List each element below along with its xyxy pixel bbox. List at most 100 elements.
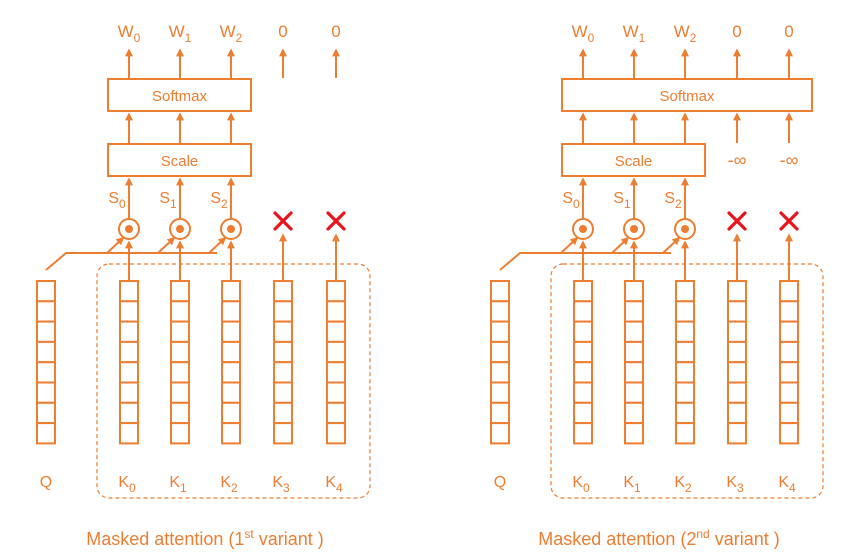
vector-cell bbox=[119, 300, 139, 323]
vector-cell bbox=[326, 401, 346, 425]
vector-cell bbox=[779, 361, 799, 384]
caption-text: Masked attention (2 bbox=[538, 529, 696, 549]
key-label-sub: 1 bbox=[180, 481, 187, 495]
vector-cell bbox=[727, 320, 747, 343]
vector-cell bbox=[727, 361, 747, 384]
vector-cell bbox=[675, 422, 695, 445]
score-label-sub: 0 bbox=[119, 197, 126, 211]
key-label: K4 bbox=[778, 474, 796, 495]
vector-cell bbox=[727, 300, 747, 323]
x-stroke-b bbox=[727, 211, 747, 231]
key-group-border bbox=[96, 263, 371, 499]
score-label-base: S bbox=[159, 190, 170, 207]
output-weight-label-sub: 2 bbox=[690, 31, 697, 45]
vector-cell bbox=[490, 300, 510, 323]
vector-cell bbox=[675, 280, 695, 303]
vector-cell bbox=[273, 381, 293, 404]
vector-cell bbox=[624, 340, 644, 364]
key-label: K2 bbox=[674, 474, 692, 495]
key-label: K1 bbox=[169, 474, 187, 495]
vector-cell bbox=[170, 422, 190, 445]
output-weight-label: W0 bbox=[572, 22, 595, 45]
key-label-base: K bbox=[623, 474, 634, 491]
vector-cell bbox=[170, 300, 190, 323]
vector-cell bbox=[170, 340, 190, 364]
vector-cell bbox=[573, 381, 593, 404]
dot-center bbox=[681, 225, 689, 233]
key-vector bbox=[326, 280, 346, 445]
vector-cell bbox=[221, 340, 241, 364]
vector-cell bbox=[727, 401, 747, 425]
key-label: K4 bbox=[325, 474, 343, 495]
output-weight-label-base: 0 bbox=[278, 22, 287, 41]
vector-cell bbox=[779, 340, 799, 364]
score-label-sub: 2 bbox=[221, 197, 228, 211]
vector-cell bbox=[170, 320, 190, 343]
vector-cell bbox=[326, 381, 346, 404]
key-label-sub: 3 bbox=[737, 481, 744, 495]
vector-cell bbox=[221, 401, 241, 425]
vector-cell bbox=[170, 280, 190, 303]
query-vector bbox=[36, 280, 56, 445]
key-label-base: K bbox=[778, 474, 789, 491]
vector-cell bbox=[675, 381, 695, 404]
vector-cell bbox=[490, 280, 510, 303]
key-vector bbox=[779, 280, 799, 445]
circled-dot-icon bbox=[220, 218, 242, 240]
key-vector bbox=[221, 280, 241, 445]
vector-cell bbox=[779, 320, 799, 343]
vector-cell bbox=[490, 401, 510, 425]
vector-cell bbox=[119, 320, 139, 343]
vector-cell bbox=[36, 401, 56, 425]
vector-cell bbox=[675, 320, 695, 343]
key-group-border bbox=[550, 263, 824, 499]
vector-cell bbox=[119, 280, 139, 303]
vector-cell bbox=[326, 320, 346, 343]
output-weight-label-sub: 1 bbox=[639, 31, 646, 45]
vector-cell bbox=[727, 422, 747, 445]
key-label-base: K bbox=[325, 474, 336, 491]
vector-cell bbox=[36, 381, 56, 404]
vector-cell bbox=[326, 422, 346, 445]
score-label-base: S bbox=[664, 190, 675, 207]
vector-cell bbox=[326, 280, 346, 303]
output-weight-label: W0 bbox=[118, 22, 141, 45]
key-label-sub: 3 bbox=[283, 481, 290, 495]
key-vector bbox=[170, 280, 190, 445]
softmax-label: Softmax bbox=[152, 88, 208, 105]
vector-cell bbox=[326, 361, 346, 384]
vector-cell bbox=[221, 320, 241, 343]
output-weight-label-base: 0 bbox=[331, 22, 340, 41]
vector-cell bbox=[36, 361, 56, 384]
output-weight-label: W1 bbox=[623, 22, 646, 45]
vector-cell bbox=[490, 340, 510, 364]
key-vector bbox=[624, 280, 644, 445]
arrow-up-icon bbox=[106, 236, 125, 254]
output-weight-label: W2 bbox=[674, 22, 697, 45]
vector-cell bbox=[170, 361, 190, 384]
vector-cell bbox=[573, 401, 593, 425]
query-label: Q bbox=[494, 474, 506, 491]
vector-cell bbox=[779, 300, 799, 323]
caption-superscript: nd bbox=[696, 527, 709, 541]
score-label-base: S bbox=[108, 190, 119, 207]
score-label-base: S bbox=[562, 190, 573, 207]
score-label: S1 bbox=[613, 190, 631, 211]
output-weight-label-base: W bbox=[220, 22, 236, 41]
score-label-base: S bbox=[210, 190, 221, 207]
score-label-sub: 1 bbox=[170, 197, 177, 211]
caption-text-end: variant ) bbox=[254, 529, 324, 549]
vector-cell bbox=[573, 361, 593, 384]
output-weight-label-sub: 0 bbox=[588, 31, 595, 45]
vector-cell bbox=[273, 320, 293, 343]
score-label-sub: 1 bbox=[624, 197, 631, 211]
key-label-base: K bbox=[674, 474, 685, 491]
score-label-base: S bbox=[613, 190, 624, 207]
vector-cell bbox=[490, 320, 510, 343]
vector-cell bbox=[727, 280, 747, 303]
negative-infinity-label: -∞ bbox=[780, 150, 799, 170]
score-label: S0 bbox=[108, 190, 126, 211]
key-label-sub: 4 bbox=[789, 481, 796, 495]
vector-cell bbox=[624, 280, 644, 303]
vector-cell bbox=[727, 381, 747, 404]
